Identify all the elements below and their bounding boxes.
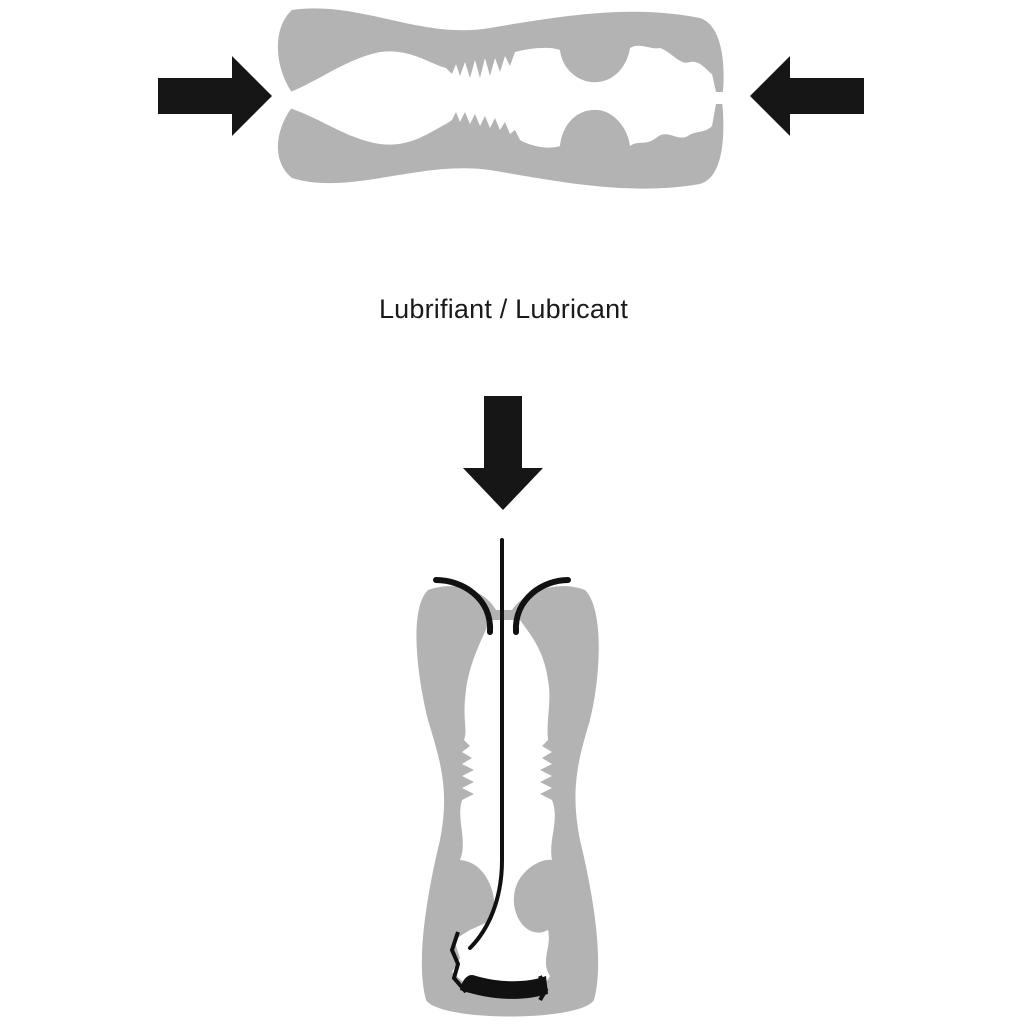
squeezed-sleeve	[272, 8, 760, 189]
arrow-right-icon	[158, 56, 272, 136]
sleeve-channel	[272, 45, 760, 148]
cap-lip-right	[512, 577, 571, 635]
lubricant-nozzle-line	[468, 538, 504, 950]
sleeve-cross-section	[416, 538, 599, 1017]
lubricant-caption: Lubrifiant / Lubricant	[378, 294, 629, 324]
cap-lip-left	[433, 577, 494, 635]
arrow-left-icon	[750, 56, 864, 136]
lubricant-edge	[449, 931, 549, 1002]
lubricant-pool	[460, 974, 548, 999]
arrow-down-icon	[463, 396, 543, 510]
